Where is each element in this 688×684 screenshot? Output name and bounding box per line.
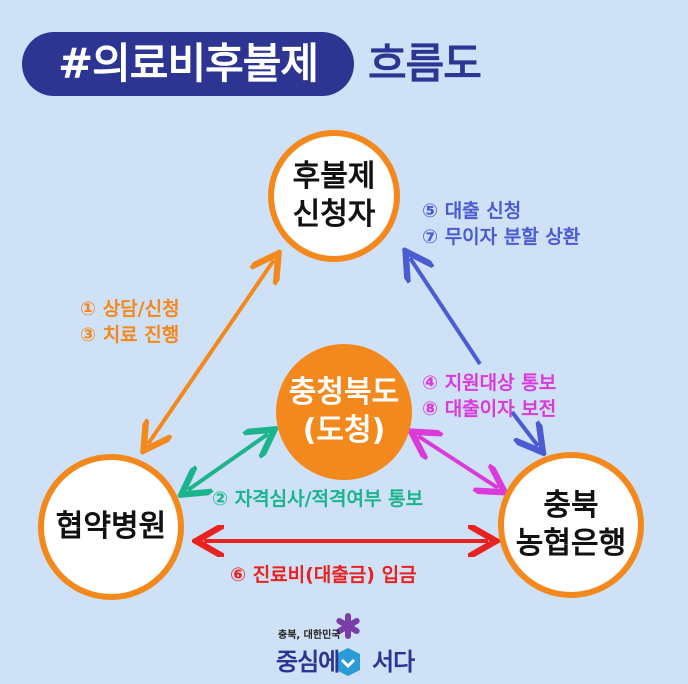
label-province-bank: ④ 지원대상 통보 ⑧ 대출이자 보전 [422,370,556,422]
arrow-applicant-bank-lower [510,410,538,446]
label-bank-hospital: ⑥ 진료비(대출금) 입금 [230,562,417,588]
label-applicant-bank: ⑤ 대출 신청 ⑦ 무이자 분할 상환 [422,198,580,250]
node-applicant-line2: 신청자 [292,197,376,232]
node-province: 충청북도 (도청) [276,344,412,480]
arrow-province-hospital [188,434,268,490]
label-interest-support: ⑧ 대출이자 보전 [422,398,557,420]
node-hospital: 협약병원 [38,454,184,600]
node-bank-line1: 충북 [543,488,599,523]
title-tag: #의료비후불제 [22,32,354,96]
label-notify-target: ④ 지원대상 통보 [422,372,557,394]
label-loan-apply: ⑤ 대출 신청 [422,200,522,222]
node-province-line1: 충청북도 [288,375,400,410]
node-bank: 충북 농협은행 [498,452,644,598]
node-applicant: 후불제 신청자 [268,130,400,262]
label-repayment: ⑦ 무이자 분할 상환 [422,226,581,248]
label-hospital-applicant: ① 상담/신청 ③ 치료 진행 [80,296,180,348]
arrow-hospital-applicant [148,260,274,444]
node-bank-line2: 농협은행 [515,526,627,561]
label-eligibility: ② 자격심사/적격여부 통보 [212,488,424,510]
node-applicant-line1: 후불제 [292,159,376,194]
label-consult-apply: ① 상담/신청 [80,298,180,320]
label-treatment: ③ 치료 진행 [80,324,180,346]
logo-word1: 중심에 [276,648,340,676]
province-logo: 충북, 대한민국 중심에 서다 [276,612,415,678]
arrow-province-bank [418,436,498,488]
node-hospital-line1: 협약병원 [55,509,167,544]
title-suffix: 흐름도 [368,39,482,88]
label-province-hospital: ② 자격심사/적격여부 통보 [212,486,423,512]
arrow-applicant-bank [410,258,482,366]
label-payment-deposit: ⑥ 진료비(대출금) 입금 [230,564,417,586]
logo-tagline: 충북, 대한민국 [278,630,341,641]
logo-word2: 서다 [372,648,415,676]
logo-emblem-icon [336,613,360,676]
node-province-line2: (도청) [302,413,386,448]
